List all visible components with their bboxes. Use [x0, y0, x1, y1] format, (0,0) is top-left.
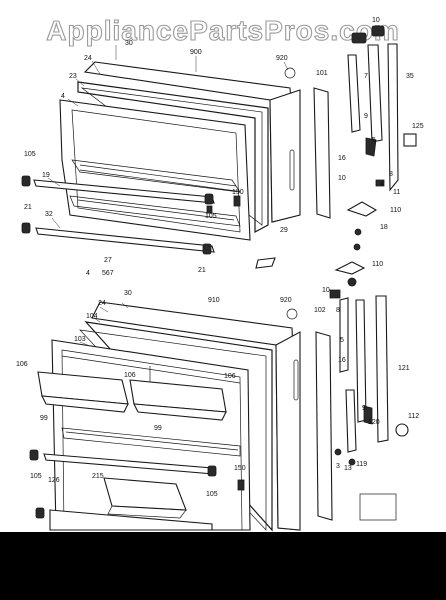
callout-106-b: 106: [124, 372, 136, 379]
callout-125: 125: [412, 123, 424, 130]
callout-35: 35: [406, 73, 414, 80]
callout-150-lower: 150: [234, 465, 246, 472]
callout-900: 900: [190, 49, 202, 56]
callout-4-lower: 4: [86, 270, 90, 277]
callout-13: 13: [344, 465, 352, 472]
callout-10-lower: 10: [322, 287, 330, 294]
callout-30-upper: 30: [125, 40, 133, 47]
callout-104: 104: [86, 313, 98, 320]
callout-7: 7: [364, 73, 368, 80]
handle-trim-8-lower: [339, 297, 349, 373]
callout-5-upper: 5: [372, 137, 376, 144]
door-bin-left-lip: [41, 395, 129, 413]
callout-16-lower: 16: [338, 357, 346, 364]
callout-119: 119: [356, 461, 367, 468]
callout-567: 567: [102, 270, 114, 277]
callout-8-lower: 8: [336, 307, 340, 314]
watermark-text: AppliancePartsPros.com: [46, 15, 399, 46]
handle-35: [387, 43, 399, 192]
handle-trim-7: [367, 44, 383, 143]
callout-9-lower: 9: [362, 405, 366, 412]
callout-30-lower: 30: [124, 290, 132, 297]
freezer-shelf-bar-lower: [35, 227, 215, 253]
callout-910: 910: [208, 297, 220, 304]
upper-hinge-handle-parts: [334, 25, 417, 275]
callout-3: 3: [336, 463, 340, 470]
fresh-food-bottom-shelf: [49, 509, 213, 531]
callout-106-a: 106: [16, 361, 28, 368]
callout-10-top: 10: [372, 17, 380, 24]
callout-106-c: 106: [224, 373, 236, 380]
callout-105-d: 105: [206, 491, 218, 498]
freezer-door-side: [269, 89, 301, 223]
bottom-black-band: [0, 532, 446, 600]
handle-trim-5-lower: [355, 299, 367, 423]
callout-112: 112: [408, 413, 419, 420]
callout-120: 120: [368, 419, 380, 426]
callout-11: 11: [393, 189, 400, 196]
callout-21-a: 21: [24, 204, 32, 211]
callout-24-lower: 24: [98, 300, 106, 307]
door-bin-right-lip: [133, 403, 227, 421]
callout-27: 27: [104, 257, 112, 264]
callout-10-mid: 10: [338, 175, 346, 182]
door-stop-102: [315, 331, 333, 521]
callout-4-upper: 4: [61, 93, 65, 100]
fresh-food-door-side: [275, 331, 301, 531]
callout-110-upper: 110: [390, 207, 401, 214]
handle-trim-9-lower: [345, 389, 357, 453]
callout-121: 121: [398, 365, 410, 372]
callout-18: 18: [380, 224, 388, 231]
callout-8-upper: 8: [389, 171, 393, 178]
handle-trim-9: [347, 54, 361, 133]
callout-126: 126: [48, 477, 60, 484]
callout-24-upper: 24: [84, 55, 92, 62]
callout-21-b: 21: [198, 267, 206, 274]
callout-4-right: 4: [380, 181, 384, 188]
part-112: [395, 423, 409, 437]
fresh-food-door-assembly: [29, 301, 333, 532]
callout-103: 103: [74, 336, 86, 343]
freezer-inner-liner: [59, 99, 251, 241]
callout-110-lower: 110: [372, 261, 383, 268]
callout-32: 32: [45, 211, 53, 218]
freezer-shelf-bar-upper: [33, 179, 215, 204]
callout-105-a: 105: [24, 151, 36, 158]
callout-19: 19: [42, 172, 50, 179]
callout-102: 102: [314, 307, 326, 314]
callout-101: 101: [316, 70, 328, 77]
door-stop-101: [313, 87, 331, 219]
callout-29: 29: [280, 227, 288, 234]
leader-lines: [47, 45, 289, 347]
callout-920-lower: 920: [280, 297, 292, 304]
hinge-110-upper: [346, 201, 378, 217]
callout-23: 23: [69, 73, 77, 80]
callout-16-upper: 16: [338, 155, 346, 162]
freezer-door-assembly: [21, 61, 331, 269]
panel-lower-right: [359, 493, 397, 521]
callout-9-upper: 9: [364, 113, 368, 120]
callouts: 30 900 920 24 23 4 101 19 105 21 32 27 4…: [16, 17, 424, 498]
part-125: [403, 133, 417, 147]
callout-5-lower: 5: [340, 337, 344, 344]
callout-215: 215: [92, 473, 104, 480]
handle-121: [375, 295, 389, 443]
callout-99-a: 99: [40, 415, 48, 422]
lower-handle-parts: [329, 277, 409, 521]
hinge-110-lower: [334, 261, 366, 275]
callout-150-upper: 150: [232, 189, 244, 196]
bracket-27: [255, 257, 276, 269]
callout-105-b: 105: [205, 213, 217, 220]
callout-99-b: 99: [154, 425, 162, 432]
callout-920-upper: 920: [276, 55, 288, 62]
callout-105-c: 105: [30, 473, 42, 480]
